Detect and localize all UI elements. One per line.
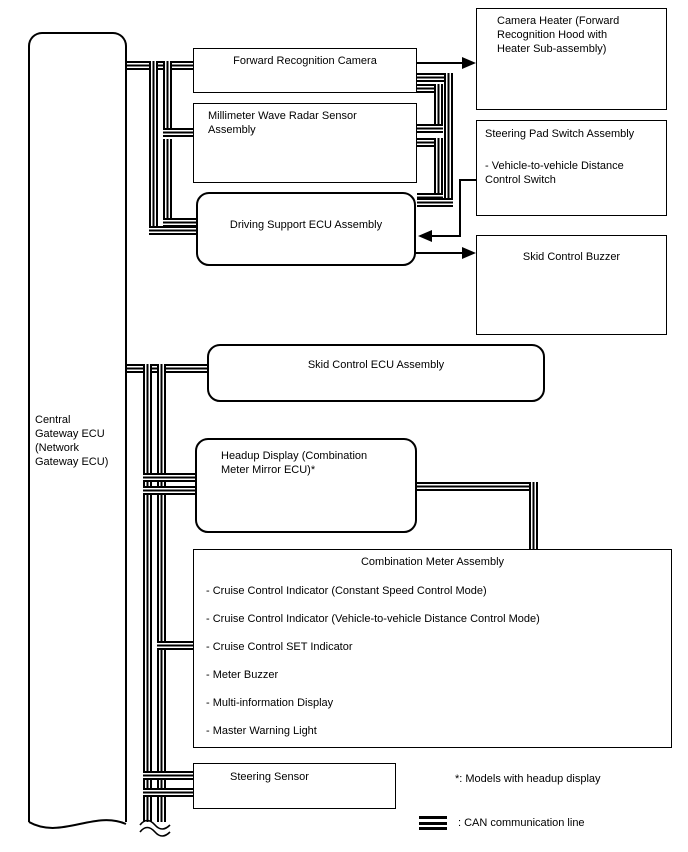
node-driving-support-ecu: Driving Support ECU Assembly: [196, 192, 416, 266]
combination-meter-item-list: - Cruise Control Indicator (Constant Spe…: [194, 584, 671, 739]
node-subitem: - Vehicle-to-vehicle Distance Control Sw…: [485, 160, 624, 186]
node-label: Millimeter Wave Radar Sensor Assembly: [208, 110, 357, 136]
node-camera-heater: Camera Heater (Forward Recognition Hood …: [476, 8, 667, 110]
node-skid-control-buzzer: Skid Control Buzzer: [476, 235, 667, 335]
arrowhead-driving-support: [418, 230, 432, 242]
node-combination-meter: Combination Meter Assembly - Cruise Cont…: [193, 549, 672, 748]
can-stub-headup-out: [143, 486, 197, 495]
can-stub-camera-right-in: [417, 73, 453, 82]
can-symbol-bar: [419, 827, 447, 830]
node-millimeter-wave-radar: Millimeter Wave Radar Sensor Assembly: [193, 103, 417, 183]
node-label: Headup Display (Combination Meter Mirror…: [221, 450, 368, 476]
line-steering-pad-h: [459, 179, 476, 181]
can-right-bus-outer: [444, 73, 453, 207]
can-stub-radar-left: [163, 128, 195, 137]
gateway-torn-edge: [28, 819, 127, 829]
node-label: Forward Recognition Camera: [233, 55, 377, 67]
footnote-headup-models: *: Models with headup display: [455, 773, 601, 785]
list-item: - Cruise Control Indicator (Constant Spe…: [206, 585, 487, 597]
node-headup-display: Headup Display (Combination Meter Mirror…: [195, 438, 417, 533]
can-right-bus-inner-lower: [434, 138, 443, 202]
node-label: Skid Control ECU Assembly: [307, 359, 445, 371]
node-label: Skid Control Buzzer: [522, 251, 621, 263]
node-label: Steering Sensor: [230, 771, 309, 783]
node-label: Camera Heater (Forward Recognition Hood …: [497, 15, 620, 55]
node-title: Steering Pad Switch Assembly: [485, 128, 635, 140]
can-headup-to-combo-v: [529, 482, 538, 550]
node-central-gateway-ecu: Central Gateway ECU (Network Gateway ECU…: [28, 32, 127, 822]
can-right-bus-inner-upper: [434, 84, 443, 133]
can-stub-headup-in: [143, 473, 197, 482]
arrowhead-skid-buzzer: [462, 247, 476, 259]
can-stub-radar-right-in: [417, 124, 443, 133]
line-steering-pad-to-driving: [431, 235, 461, 237]
list-item: - Cruise Control Indicator (Vehicle-to-v…: [206, 613, 540, 625]
can-symbol-bar: [419, 821, 447, 825]
arrowhead-camera-heater: [462, 57, 476, 69]
line-driving-to-buzzer: [416, 252, 463, 254]
legend-can-communication-line: : CAN communication line: [458, 817, 585, 829]
can-stub-combo-left: [157, 641, 195, 650]
can-gateway-to-camera: [126, 61, 194, 70]
can-stub-driving-right-1: [417, 193, 443, 202]
can-left-bus-inner-upper: [163, 61, 172, 137]
can-headup-to-combo-h: [416, 482, 538, 491]
node-label: Central Gateway ECU (Network Gateway ECU…: [35, 414, 109, 468]
node-steering-sensor: Steering Sensor: [193, 763, 396, 809]
list-item: - Meter Buzzer: [206, 669, 279, 681]
can-left-bus-outer: [149, 61, 158, 234]
can-main-bus-left: [143, 364, 152, 822]
can-stub-radar-right-out: [417, 138, 443, 147]
can-gateway-to-skid-ecu: [126, 364, 208, 373]
node-forward-recognition-camera: Forward Recognition Camera: [193, 48, 417, 93]
line-camera-to-heater: [417, 62, 463, 64]
can-stub-steering-sensor-out: [143, 788, 195, 797]
line-steering-pad-v: [459, 179, 461, 237]
can-symbol-bar: [419, 816, 447, 819]
can-stub-steering-sensor-in: [143, 771, 195, 780]
can-stub-driving-left-1: [163, 218, 198, 227]
node-title: Combination Meter Assembly: [360, 556, 505, 568]
node-label: Driving Support ECU Assembly: [229, 219, 383, 231]
can-main-bus-right: [157, 364, 166, 822]
list-item: - Master Warning Light: [206, 725, 317, 737]
can-stub-camera-right-out: [417, 84, 443, 93]
node-steering-pad-switch: Steering Pad Switch Assembly - Vehicle-t…: [476, 120, 667, 216]
can-left-bus-inner-lower: [163, 139, 172, 227]
can-stub-driving-left-2: [149, 226, 198, 235]
can-line-symbol: [419, 816, 447, 833]
bus-break-squiggle: [139, 819, 171, 837]
list-item: - Multi-information Display: [206, 697, 334, 709]
list-item: - Cruise Control SET Indicator: [206, 641, 353, 653]
node-skid-control-ecu: Skid Control ECU Assembly: [207, 344, 545, 402]
can-stub-driving-right-2: [417, 198, 453, 207]
